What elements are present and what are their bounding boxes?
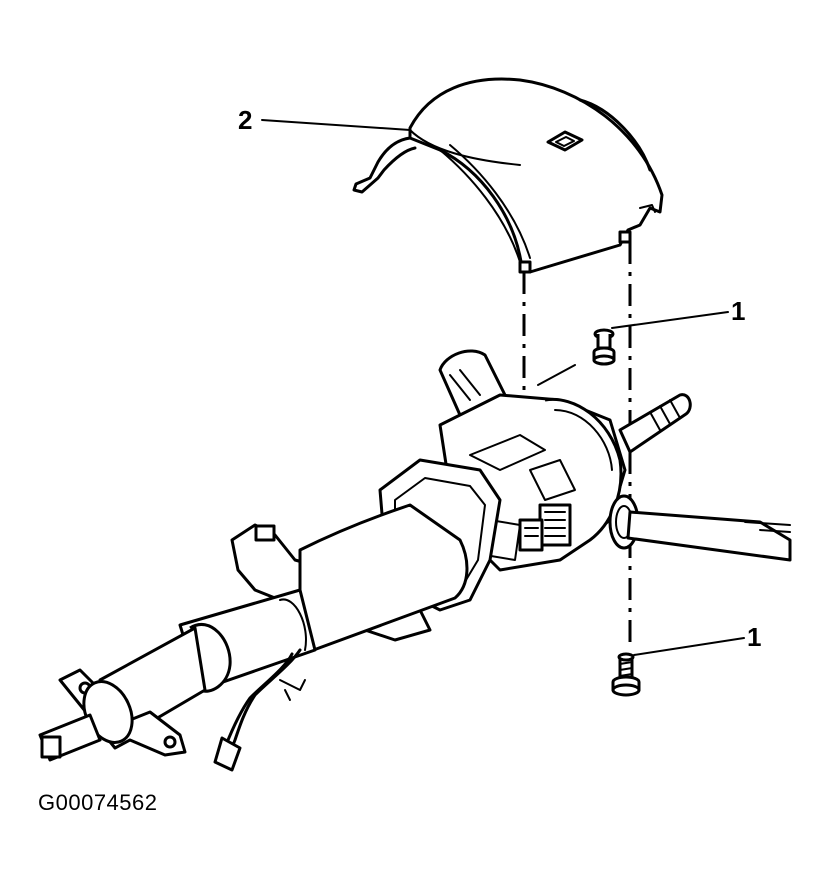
screw-upper	[592, 328, 616, 366]
callout-label-1-lower: 1	[747, 622, 762, 652]
alignment-guides	[522, 242, 632, 650]
figure-id: G00074562	[38, 790, 158, 815]
steering-column-cover	[352, 77, 664, 274]
leader-lines	[261, 119, 745, 656]
callout-label-2: 2	[238, 105, 253, 135]
screw-lower	[611, 652, 641, 697]
callout-label-1-upper: 1	[731, 296, 746, 326]
steering-column-assembly	[38, 349, 792, 772]
